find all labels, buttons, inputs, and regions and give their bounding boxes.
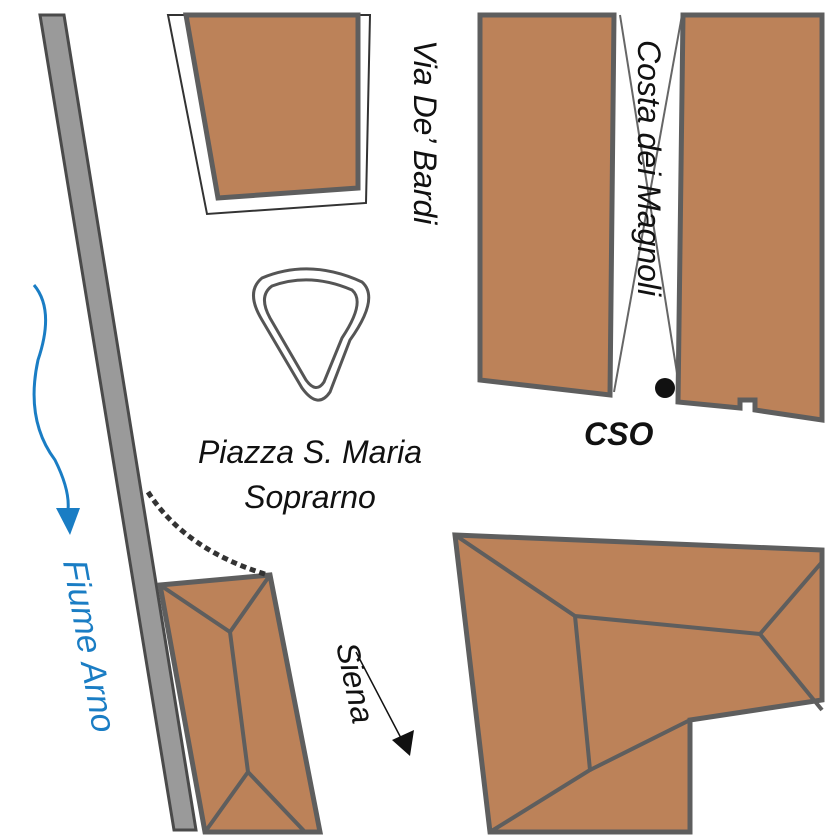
cso-label: CSO bbox=[584, 416, 653, 452]
roof-ridge bbox=[246, 770, 307, 834]
direction-label-siena: Siena bbox=[329, 639, 381, 727]
ring-monument bbox=[252, 267, 371, 402]
street-edge bbox=[619, 14, 681, 393]
piazza-label-line2: Soprarno bbox=[244, 479, 376, 515]
building-top-left bbox=[183, 12, 361, 201]
direction-arrow bbox=[355, 651, 403, 741]
street-label-via-de-bardi: Via De’ Bardi bbox=[407, 40, 443, 225]
building-top-right bbox=[675, 12, 825, 423]
building-bottom-right bbox=[452, 532, 825, 835]
roof-ridge bbox=[758, 632, 824, 712]
piazza-label-line1: Piazza S. Maria bbox=[198, 434, 422, 470]
dotted-path bbox=[145, 490, 269, 578]
building-top-middle bbox=[477, 12, 617, 398]
river-flow-arrowhead bbox=[56, 508, 80, 535]
river-flow-arrow bbox=[32, 284, 70, 511]
street-label-costa-dei-magnoli: Costa dei Magnoli bbox=[631, 40, 667, 297]
direction-arrowhead bbox=[392, 730, 414, 756]
ring-monument-inner bbox=[263, 278, 359, 389]
street-edge bbox=[613, 14, 683, 393]
roof-ridge bbox=[453, 533, 824, 637]
roof-ridge bbox=[589, 718, 691, 772]
river-wall bbox=[38, 13, 198, 832]
river-label: Fiume Arno bbox=[55, 557, 123, 735]
cso-marker-dot[interactable] bbox=[655, 378, 675, 398]
